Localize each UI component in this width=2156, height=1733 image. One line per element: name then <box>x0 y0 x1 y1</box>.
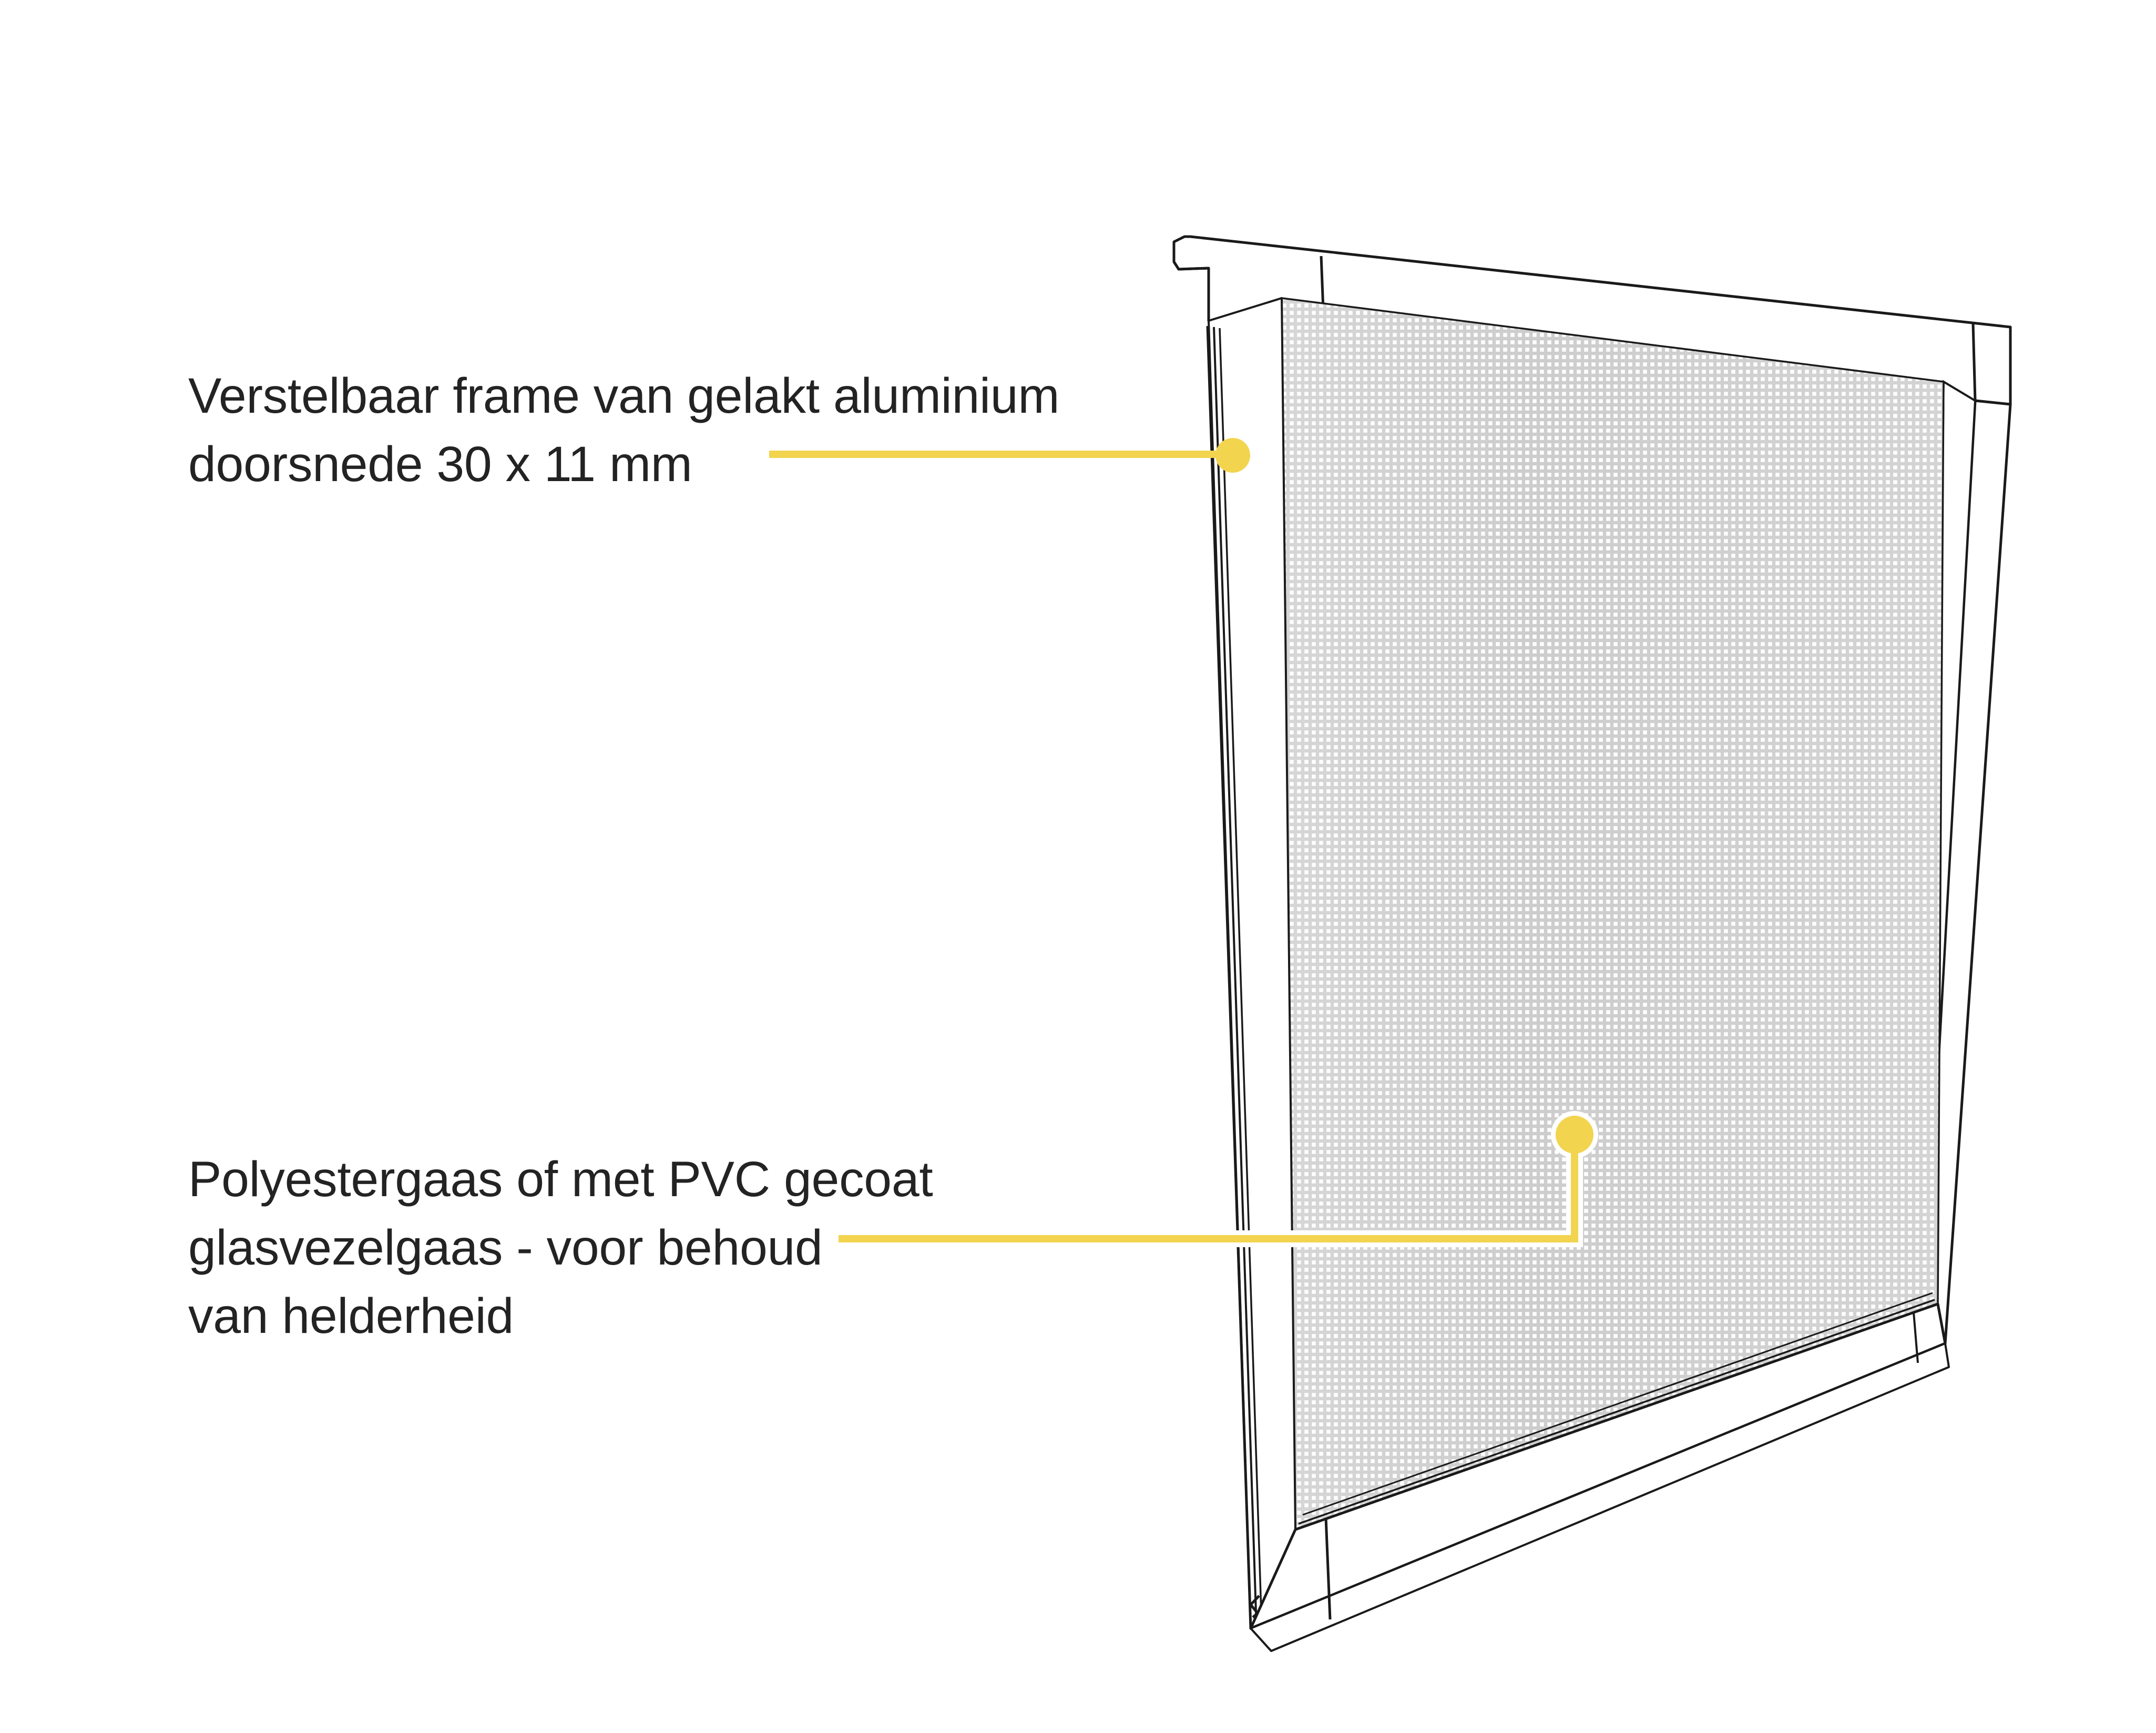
mesh-sheen-overlay <box>1282 298 1944 1530</box>
callout-frame-label: Verstelbaar frame van gelakt aluminium d… <box>188 368 1060 492</box>
left-rail-edge-line-2 <box>1213 327 1258 1629</box>
left-rail-front-face <box>1208 297 1296 1629</box>
callout-frame-leader <box>769 438 1250 473</box>
bottom-rail-end-hook <box>1249 1595 1260 1618</box>
callout-frame-leader-dot <box>1215 438 1250 473</box>
callout-mesh-leader-dot <box>1556 1116 1593 1154</box>
callout-mesh-leader-line <box>839 1136 1578 1242</box>
left-rail-edge-line-3 <box>1219 328 1263 1629</box>
top-rail-end-hook <box>1172 261 1209 271</box>
bottom-rail-groove-line-2 <box>1302 1292 1933 1516</box>
frame-assembly <box>1172 235 2012 1652</box>
callout-mesh-leader <box>839 1111 1598 1247</box>
bottom-rail <box>1249 1292 1950 1652</box>
callout-mesh-label: Polyestergaas of met PVC gecoat glasveze… <box>188 1151 933 1344</box>
left-rail <box>1206 297 1296 1629</box>
left-rail-outer-edge-line <box>1206 325 1252 1629</box>
bottom-rail-right-joint-line <box>1913 1312 1919 1363</box>
bottom-rail-groove-line <box>1298 1299 1935 1525</box>
screen-mesh-panel <box>1281 297 1945 1531</box>
bottom-rail-left-joint-line <box>1324 1517 1332 1620</box>
top-rail-right-joint-line <box>1971 323 1977 401</box>
bottom-rail-underside <box>1250 1342 1950 1652</box>
